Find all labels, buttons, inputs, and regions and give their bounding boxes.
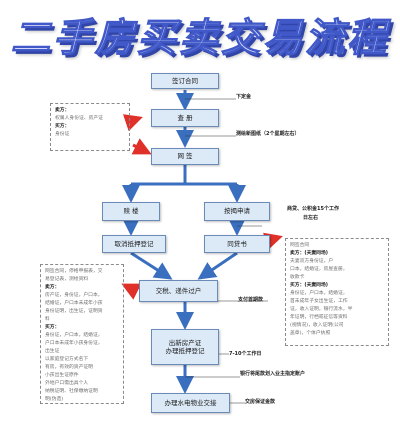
- doc-line: 房产证，身份证，户口本，: [45, 293, 103, 298]
- doc-line: (视情况)，收入证明(公司: [290, 323, 344, 328]
- doc-line: 有房，有效的资产证明: [45, 365, 93, 370]
- doc-line: 口本，结婚证，房屋查册，: [290, 267, 348, 272]
- note-loan-time: 商贷、公积金15个工作 日左右: [287, 205, 339, 223]
- callout-arrow-visa: [131, 138, 152, 155]
- doc-line: 权属人身份证、房产证: [55, 116, 103, 121]
- doc-line: 料: [45, 317, 50, 322]
- doc-line: 身份证，户口本，结婚证，: [45, 333, 103, 338]
- node-mortgage-apply: 按揭申请: [204, 202, 270, 221]
- note-deposit: 下定金: [236, 94, 252, 100]
- doc-line: 以家庭登记方式名下: [45, 357, 89, 362]
- loan-time-line-1: 商贷、公积金15个工作: [287, 206, 339, 212]
- node-utilities: 办理水电物业交接: [151, 393, 230, 413]
- doc-line: 身份证，户口本，结婚证，: [290, 291, 348, 296]
- doc-line: 纳税证明、社保缴纳证明: [45, 389, 98, 394]
- doc-box-seller-buyer: 卖方： 权属人身份证、房产证 买方： 身份证: [50, 103, 130, 151]
- node-loan-letter: 同贷书: [204, 235, 270, 253]
- callout-arrow-check: [122, 114, 143, 132]
- callout-arrow-right: [263, 232, 283, 250]
- doc-line: 网签合同，停格申报表，交: [45, 269, 103, 274]
- node-tax-transfer: 交税、递件过户: [139, 280, 218, 302]
- callout-arrow-tax: [121, 283, 142, 300]
- node-redeem: 赎 楼: [102, 202, 160, 221]
- doc-line: 证，收入证明，银行流水，半: [290, 307, 353, 312]
- node-sign-contract: 签订合同: [151, 73, 219, 89]
- doc-line: 网签合同: [290, 243, 310, 248]
- doc-line: 卖方：: [55, 108, 70, 113]
- doc-line: 易登记表，测绘资料: [45, 277, 89, 282]
- doc-line: 首未成年子女出生证，工作: [290, 299, 348, 304]
- doc-line: 夫妻双方身份证，户: [290, 259, 334, 264]
- node-check-title: 查 册: [151, 109, 219, 127]
- doc-line: 明(伪造): [45, 397, 64, 402]
- doc-line: 买方：: [55, 124, 70, 129]
- note-deposit-settle: 交房保证金款: [245, 399, 276, 405]
- issue-cert-line-1: 出新房产证: [168, 338, 202, 347]
- arrow-loan-to-tax: [197, 251, 238, 280]
- node-issue-cert: 出新房产证 办理抵押登记: [151, 329, 219, 365]
- doc-line: 户口本未成年小孩身份证，: [45, 341, 103, 346]
- doc-line: 身份证明，出生证，证明资: [45, 309, 103, 314]
- doc-line: 结婚证，户口本未成年小孩: [45, 301, 103, 306]
- doc-line: 年证明，行档或征信等资料: [290, 315, 348, 320]
- doc-line: 外地户口需出具个人: [45, 381, 89, 386]
- doc-line: 买方：(夫妻同场): [290, 283, 328, 288]
- doc-line: 卖方：(夫妻同场): [290, 251, 328, 256]
- doc-box-mortgage-docs: 网签合同 卖方：(夫妻同场) 夫妻双方身份证，户 口本，结婚证，房屋查册， 收款…: [285, 238, 389, 346]
- doc-line: 收款卡: [290, 275, 305, 280]
- arrow-cancel-to-tax: [130, 251, 173, 280]
- doc-line: 买方：: [45, 325, 60, 330]
- doc-line: 盖章)，个体户执照: [290, 331, 331, 336]
- node-visa: 网 签: [151, 148, 219, 165]
- doc-box-transfer-docs: 网签合同，停格申报表，交 易登记表，测绘资料 卖方： 房产证，身份证，户口本， …: [40, 264, 124, 404]
- loan-time-line-2: 日左右: [303, 215, 319, 221]
- note-cert-time: 7-10个工作日: [229, 351, 262, 357]
- page-title: 二手房买卖交易流程: [10, 15, 389, 61]
- doc-line: 出生证: [45, 349, 60, 354]
- node-cancel-mortgage: 取消抵押登记: [102, 235, 166, 253]
- note-first-payment: 支付首期款: [238, 297, 264, 303]
- doc-line: 身份证: [55, 132, 70, 137]
- doc-line: 小孩出生证原件: [45, 373, 79, 378]
- doc-line: 卖方：: [45, 285, 60, 290]
- note-survey: 测绘新图纸（2个星期左右）: [236, 131, 300, 137]
- issue-cert-line-2: 办理抵押登记: [165, 347, 205, 355]
- note-bank-release: 银行将尾款划入业主指定账户: [240, 371, 306, 377]
